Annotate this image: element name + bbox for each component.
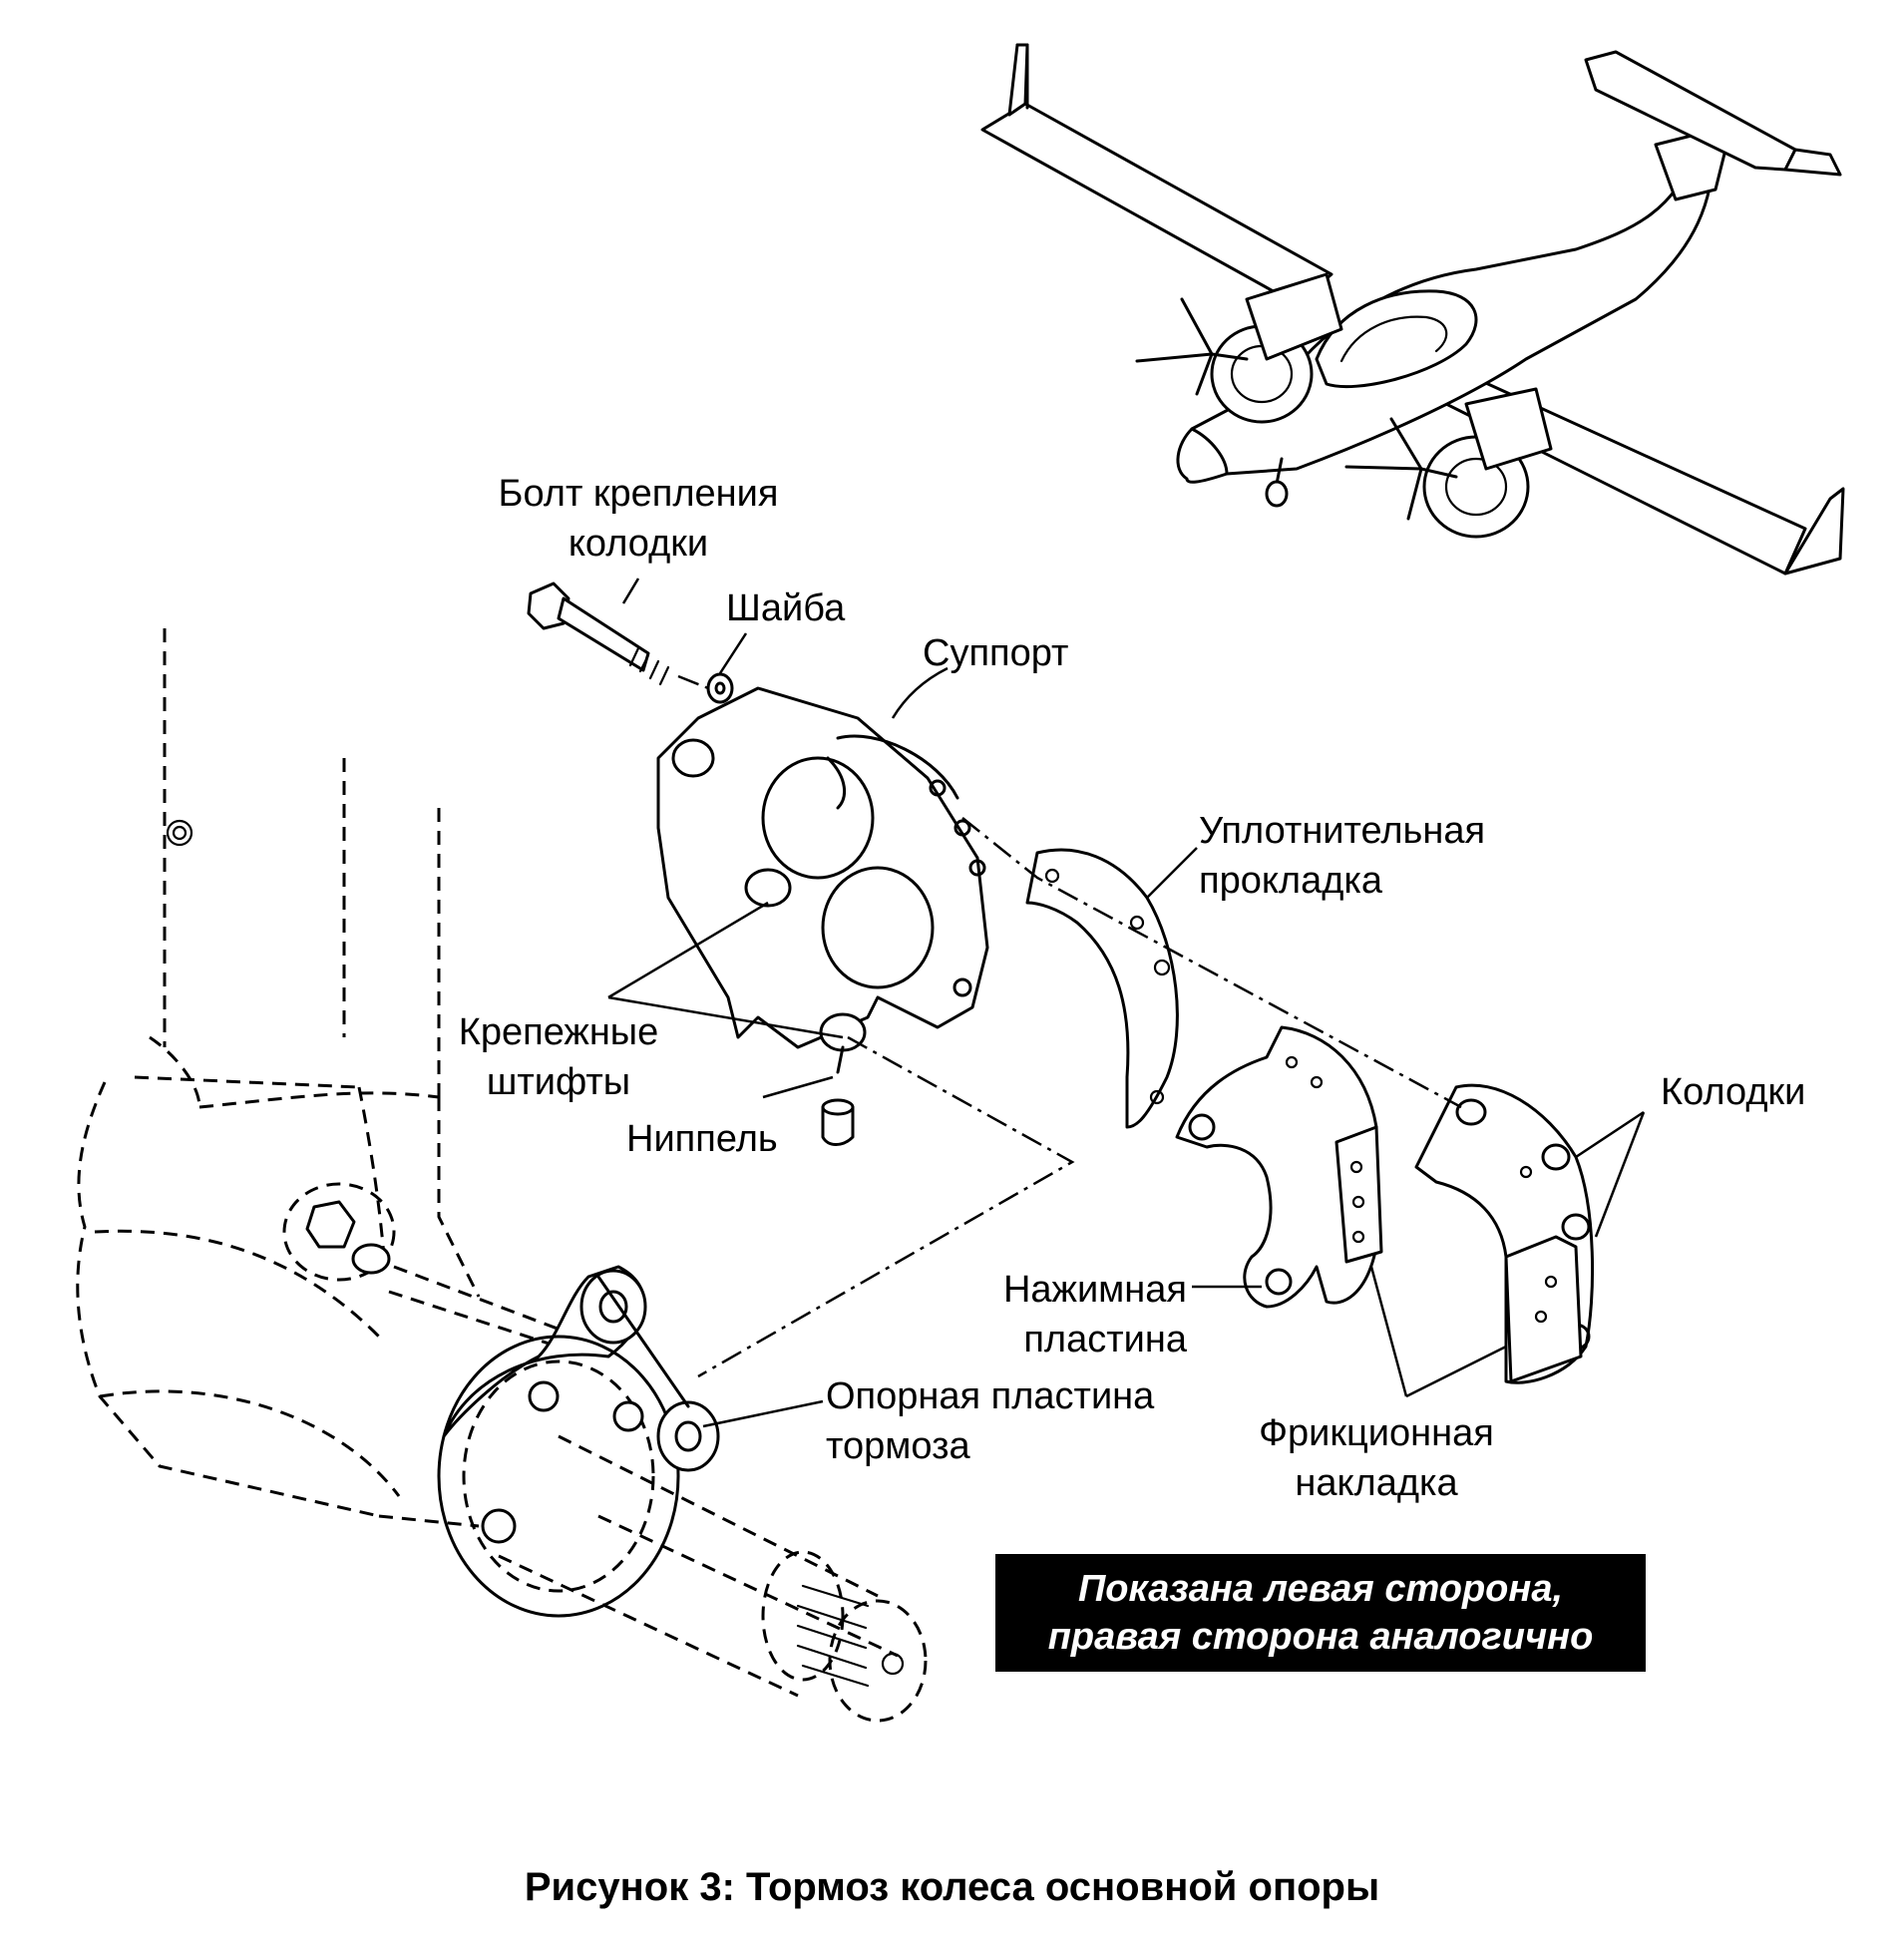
landing-gear-leg-drawing <box>76 628 579 1528</box>
label-caliper: Суппорт <box>923 632 1069 674</box>
label-backing-plate: Опорная пластина тормоза <box>826 1375 1155 1467</box>
label-seal-gasket: Уплотнительная прокладка <box>1199 810 1486 902</box>
label-friction-lining: Фрикционная накладка <box>1259 1412 1494 1504</box>
bolt-washer-drawing <box>527 582 734 704</box>
label-washer: Шайба <box>726 587 846 629</box>
label-brake-pads: Колодки <box>1661 1071 1806 1113</box>
aircraft-inset-drawing <box>980 43 1845 576</box>
brake-pads-drawing <box>1414 1083 1595 1384</box>
figure-caption: Рисунок 3: Тормоз колеса основной опоры <box>524 1865 1380 1909</box>
leader-lines <box>607 578 1646 1428</box>
label-mounting-pins: Крепежные штифты <box>458 1011 659 1103</box>
side-note-box: Показана левая сторона, правая сторона а… <box>995 1554 1646 1672</box>
label-bolt: Болт крепления колодки <box>498 473 779 565</box>
seal-gasket-drawing <box>1025 848 1179 1129</box>
assembly-lines <box>697 817 1462 1378</box>
label-pressure-plate: Нажимная пластина <box>1002 1269 1187 1360</box>
axle-backing-plate-drawing <box>437 1265 928 1723</box>
label-nipple: Ниппель <box>626 1118 778 1160</box>
pressure-plate-drawing <box>1175 1025 1383 1309</box>
caliper-drawing <box>656 686 989 1146</box>
